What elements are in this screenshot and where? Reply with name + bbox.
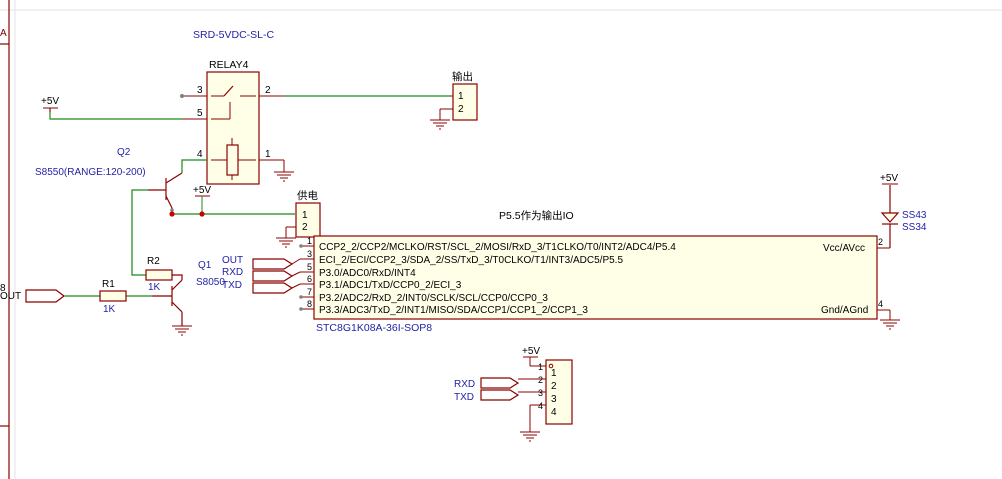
- left-net-fragment: 8: [0, 283, 6, 294]
- q2-value: S8550(RANGE:120-200): [35, 167, 146, 178]
- ground-symbol-output: [430, 109, 450, 130]
- mcu-right-stubs: [877, 247, 890, 311]
- mcu-out-port[interactable]: [252, 258, 294, 270]
- ground-symbol-mcu: [880, 310, 900, 330]
- mcu-pin-name-6: P3.1/ADC1/TxD/CCP0_2/ECI_3: [319, 280, 462, 291]
- mcu-rxd-port[interactable]: [252, 270, 294, 282]
- q2-designator: Q2: [117, 147, 131, 158]
- mcu-pin-num-1: 1: [307, 236, 312, 246]
- mcu-pin-name-1: CCP2_2/CCP2/MCLKO/RST/SCL_2/MOSI/RxD_3/T…: [319, 242, 676, 253]
- prog-pin-num-2: 2: [538, 375, 543, 385]
- prog-net-ports[interactable]: [480, 377, 520, 401]
- prog-pin-mark-1: 1: [551, 368, 557, 379]
- out-left-label: OUT: [0, 291, 21, 302]
- prog-pin-num-1: 1: [538, 362, 543, 372]
- mcu-pin-num-4: 4: [878, 299, 883, 309]
- mcu-out-label: OUT: [222, 255, 243, 266]
- mcu-txd-port[interactable]: [252, 282, 294, 294]
- mcu-pin-num-5: 5: [307, 262, 312, 272]
- relay-designator: RELAY4: [209, 59, 249, 71]
- prog-txd-label: TXD: [454, 392, 474, 403]
- q1-designator: Q1: [198, 260, 212, 271]
- mcu-pin-name-8: P3.3/ADC3/TxD_2/INT1/MISO/SDA/CCP1/CCP1_…: [319, 305, 588, 316]
- mcu-pin-num-2: 2: [878, 237, 883, 247]
- relay-switch: [223, 85, 234, 97]
- relay-pin-2: 2: [265, 85, 271, 96]
- power-connector-name: 供电: [297, 189, 318, 202]
- diode-name-2: SS34: [902, 222, 927, 233]
- diode-vcc-label: +5V: [880, 173, 898, 184]
- mcu-ic[interactable]: [313, 235, 878, 320]
- power-connector-pin-1: 1: [302, 210, 308, 221]
- mcu-note: P5.5作为输出IO: [499, 209, 574, 222]
- mcu-pin-num-8: 8: [307, 299, 312, 309]
- power-symbol-q2: [195, 195, 210, 214]
- prog-txd-port[interactable]: [480, 389, 520, 401]
- output-connector-pin-1: 1: [458, 91, 464, 102]
- transistor-q1[interactable]: [152, 274, 183, 326]
- q1-value: S8050: [196, 277, 225, 288]
- prog-pin-num-3: 3: [538, 388, 543, 398]
- prog-pin-num-4: 4: [538, 401, 543, 411]
- mcu-pin-name-4: Gnd/AGnd: [821, 305, 868, 316]
- ground-symbol-q1: [172, 325, 192, 336]
- zone-label: A: [0, 28, 7, 39]
- q2-vcc-label: +5V: [193, 185, 211, 196]
- relay-pin-1: 1: [265, 149, 271, 160]
- prog-pin-mark-4: 4: [551, 407, 557, 418]
- mcu-pin-num-6: 6: [307, 274, 312, 284]
- mcu-pin-name-5: P3.0/ADC0/RxD/INT4: [319, 268, 416, 279]
- ground-symbol-power: [276, 227, 296, 248]
- mcu-pin-name-2: Vcc/AVcc: [823, 243, 865, 254]
- sheet-border: [0, 0, 10, 479]
- r2-value: 1K: [148, 282, 161, 293]
- prog-pin-mark-3: 3: [551, 394, 557, 405]
- mcu-pin-name-7: P3.2/ADC2/RxD_2/INT0/SCLK/SCL/CCP0/CCP0_…: [319, 293, 548, 304]
- relay-body: [206, 71, 260, 185]
- mcu-pin-numbers-left: 1 3 5 6 7 8: [307, 236, 312, 309]
- prog-connector[interactable]: [545, 359, 573, 425]
- mcu-net-wires: [291, 258, 301, 289]
- out-port-left[interactable]: [25, 289, 65, 303]
- mcu-net-ports[interactable]: [252, 258, 294, 294]
- resistor-r1[interactable]: [99, 290, 127, 302]
- relay-model: SRD-5VDC-SL-C: [193, 29, 275, 41]
- power-symbol-prog: [523, 356, 538, 366]
- mcu-pin-names-left: CCP2_2/CCP2/MCLKO/RST/SCL_2/MOSI/RxD_3/T…: [319, 242, 676, 316]
- mcu-pin-name-3: ECI_2/ECI/CCP2_3/SDA_2/SS/TxD_3/T0CLKO/T…: [319, 255, 623, 266]
- ground-symbol-prog: [520, 405, 540, 442]
- output-connector-pin-2: 2: [458, 104, 464, 115]
- prog-vcc-label: +5V: [522, 346, 540, 357]
- r1-value: 1K: [103, 304, 116, 315]
- prog-pin-mark-2: 2: [551, 381, 557, 392]
- r1-designator: R1: [102, 279, 115, 290]
- r2-designator: R2: [147, 256, 160, 267]
- prog-rxd-label: RXD: [454, 379, 475, 390]
- mcu-txd-label: TXD: [222, 280, 242, 291]
- resistor-r2[interactable]: [145, 269, 173, 281]
- relay-pin-4: 4: [197, 149, 203, 160]
- mcu-pin-num-3: 3: [307, 249, 312, 259]
- mcu-designator: STC8G1K08A-36I-SOP8: [316, 322, 432, 334]
- output-connector-name: 输出: [452, 70, 473, 83]
- output-connector[interactable]: [440, 83, 478, 121]
- prog-rxd-port[interactable]: [480, 377, 520, 389]
- power-connector[interactable]: [286, 202, 321, 238]
- prog-connector-stubs: [518, 365, 546, 406]
- relay-pin-5: 5: [197, 108, 203, 119]
- relay-pin-3: 3: [197, 85, 203, 96]
- mcu-rxd-label: RXD: [222, 267, 243, 278]
- q2-wires: [131, 189, 295, 276]
- power-connector-pin-2: 2: [302, 222, 308, 233]
- relay[interactable]: 3 2 5 4 1: [180, 71, 284, 185]
- relay-vcc-label: +5V: [41, 96, 59, 107]
- ground-symbol-relay: [274, 160, 294, 182]
- mcu-pin-num-7: 7: [307, 287, 312, 297]
- diode-name-1: SS43: [902, 210, 927, 221]
- diode[interactable]: [880, 185, 900, 248]
- power-symbol-relay: [43, 107, 58, 112]
